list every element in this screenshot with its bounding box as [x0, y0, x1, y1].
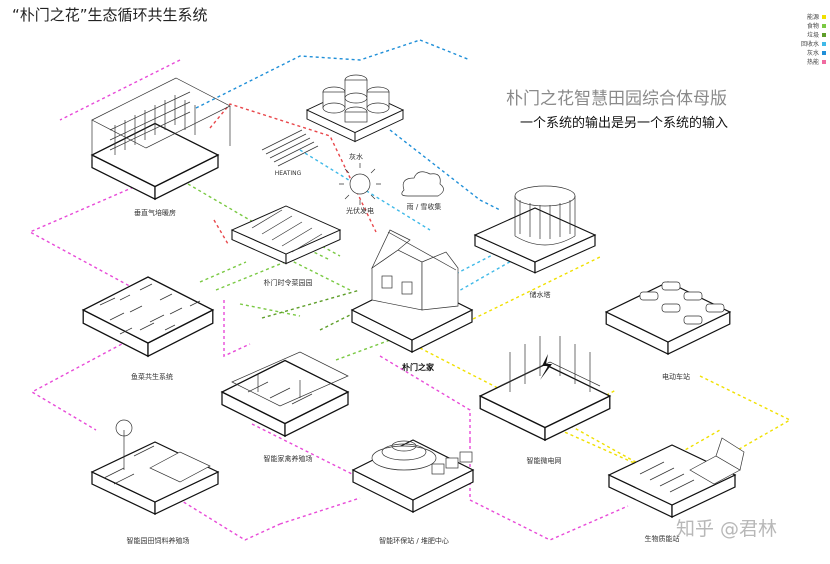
microgrid-sketch [499, 336, 601, 392]
master-plan-title: 朴门之花智慧田园综合体母版 [506, 89, 727, 109]
platform-feed-field [91, 441, 219, 515]
label-feed-field: 智能园田饲料养殖场 [126, 537, 190, 545]
label-heating: HEATING [274, 170, 302, 177]
heat-flow-left2 [59, 59, 251, 358]
vertical-farm-sketch [91, 77, 231, 160]
platform-ev-station [605, 281, 731, 355]
water-tower-sketch [514, 185, 576, 246]
legend-waste-label: 垃圾 [806, 32, 819, 39]
label-ev-station: 电动车站 [662, 373, 690, 381]
diagram-title: “朴门之花”生态循环共生系统 [12, 6, 208, 24]
system-tagline: 一个系统的输出是另一个系统的输入 [520, 116, 729, 131]
legend-greywater: 灰水 [778, 48, 826, 57]
sun-icon [339, 163, 381, 205]
greywater-flow [195, 39, 501, 211]
watermark: 知乎 @君林 [676, 518, 778, 540]
heating-coil [261, 129, 319, 167]
platform-greenhouse [231, 205, 341, 265]
legend-waste-swatch [822, 32, 826, 37]
legend-food-swatch [822, 23, 826, 28]
legend-greywater-swatch [822, 50, 826, 55]
recycle-sketch [371, 440, 473, 475]
label-home: 朴门之家 [402, 363, 434, 372]
label-biogas: 生物质能站 [644, 535, 680, 543]
label-water-tower: 储水塔 [529, 291, 551, 299]
legend-greywater-label: 灰水 [806, 50, 819, 57]
energy-flow [419, 255, 792, 471]
heat-flow-red [209, 103, 377, 245]
label-rain: 雨 / 雪收集 [406, 203, 442, 211]
legend-waste: 垃圾 [778, 30, 826, 39]
label-microgrid: 智能微电网 [526, 457, 562, 465]
lightning-icon [540, 354, 552, 380]
greenhouse-rows [251, 209, 323, 253]
platform-microgrid [479, 363, 611, 441]
legend-heat-swatch [822, 59, 826, 64]
aquaponics-sketch [99, 283, 201, 335]
flow-legend: 能源 食物 垃圾 回收水 灰水 热能 [778, 12, 826, 66]
label-recycle: 智能环保站 / 堆肥中心 [379, 537, 449, 545]
label-greenhouse: 朴门时令菜园园 [263, 279, 313, 287]
legend-recycled-water-label: 回收水 [800, 41, 819, 48]
livestock-sketch [231, 351, 349, 407]
heat-flow-center [251, 355, 471, 525]
legend-heat-label: 热能 [806, 59, 819, 66]
legend-food-label: 食物 [806, 23, 819, 30]
greywater-tanks [322, 74, 390, 123]
legend-energy: 能源 [778, 12, 826, 21]
legend-energy-label: 能源 [806, 14, 819, 21]
platform-aquaponics [82, 276, 214, 357]
heat-flow-right [469, 440, 629, 541]
legend-food: 食物 [778, 21, 826, 30]
ev-cars [639, 281, 725, 325]
biogas-sketch [639, 437, 745, 493]
label-aquaponics: 鱼菜共生系统 [131, 373, 173, 381]
label-greywater: 灰水 [349, 153, 363, 161]
home-house [371, 229, 459, 311]
platform-livestock [221, 359, 349, 437]
legend-recycled-water: 回收水 [778, 39, 826, 48]
legend-heat: 热能 [778, 57, 826, 66]
label-livestock: 智能家禽养殖场 [263, 455, 313, 463]
legend-recycled-water-swatch [822, 41, 826, 46]
label-solar: 光伏发电 [346, 207, 374, 215]
feed-field-sketch [103, 419, 211, 485]
label-vertical-farm: 垂直气培暖房 [134, 209, 176, 217]
legend-energy-swatch [822, 14, 826, 19]
cloud-icon [401, 171, 444, 197]
